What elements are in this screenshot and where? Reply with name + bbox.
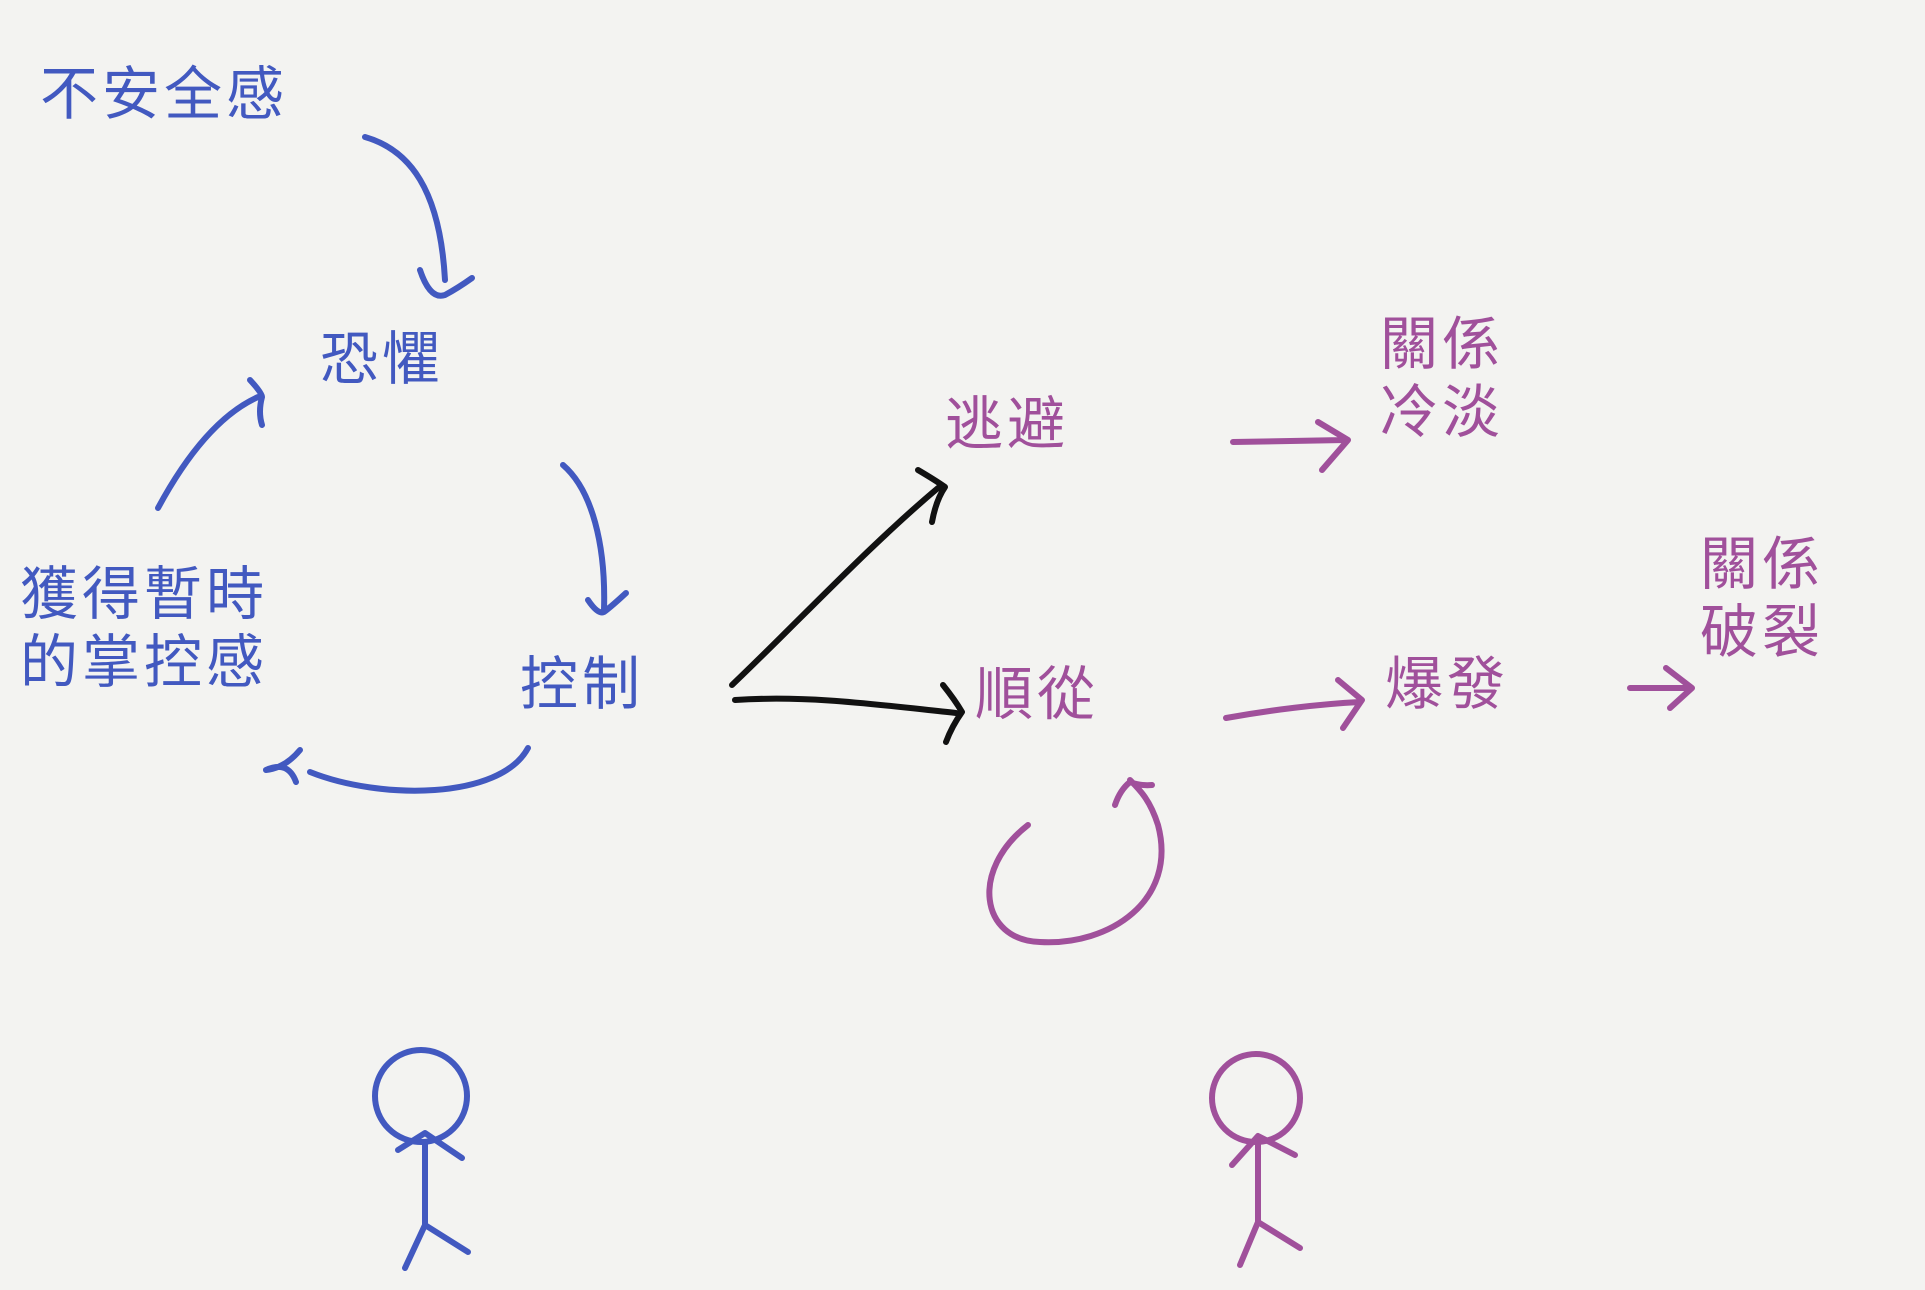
label-temporary-control: 獲得暫時 的掌控感 bbox=[20, 560, 268, 697]
label-line: 破裂 bbox=[1700, 598, 1825, 667]
compliance-self-loop bbox=[986, 777, 1165, 946]
label-cold-relationship: 關係 冷淡 bbox=[1380, 310, 1504, 447]
arrow-control-to-temporary bbox=[263, 745, 531, 794]
label-fear: 恐懼 bbox=[320, 325, 445, 393]
arrow-avoidance-to-cold bbox=[1230, 419, 1351, 473]
label-line: 關係 bbox=[1700, 530, 1825, 598]
label-explosion: 爆發 bbox=[1385, 650, 1510, 718]
arrow-explosion-to-broken bbox=[1627, 665, 1695, 711]
label-avoidance: 逃避 bbox=[945, 390, 1070, 458]
figure-head bbox=[372, 1047, 470, 1145]
label-broken-relationship: 關係 破裂 bbox=[1700, 530, 1824, 667]
stick-figure-blue bbox=[372, 1047, 471, 1271]
consequence-arrows bbox=[986, 419, 1695, 946]
figure-body bbox=[395, 1130, 471, 1271]
label-insecurity: 不安全感 bbox=[40, 60, 289, 128]
label-line: 冷淡 bbox=[1380, 378, 1505, 447]
label-line: 關係 bbox=[1380, 310, 1505, 378]
anxiety-loop-arrows bbox=[155, 134, 629, 794]
figure-body bbox=[1229, 1133, 1303, 1268]
label-line: 獲得暫時 bbox=[20, 560, 269, 628]
stick-figure-purple bbox=[1209, 1051, 1303, 1268]
arrow-temporary-to-fear bbox=[155, 377, 265, 511]
arrow-insecurity-to-fear bbox=[362, 134, 475, 299]
label-line: 的掌控感 bbox=[20, 628, 269, 697]
branch-arrows bbox=[729, 467, 965, 745]
label-control: 控制 bbox=[520, 650, 645, 718]
label-compliance: 順從 bbox=[975, 660, 1100, 728]
arrow-control-to-avoidance bbox=[729, 467, 948, 688]
figure-head bbox=[1209, 1051, 1303, 1145]
arrow-compliance-to-explosion bbox=[1223, 677, 1365, 731]
arrow-control-to-compliance bbox=[732, 682, 965, 745]
arrow-fear-to-control bbox=[560, 462, 629, 616]
